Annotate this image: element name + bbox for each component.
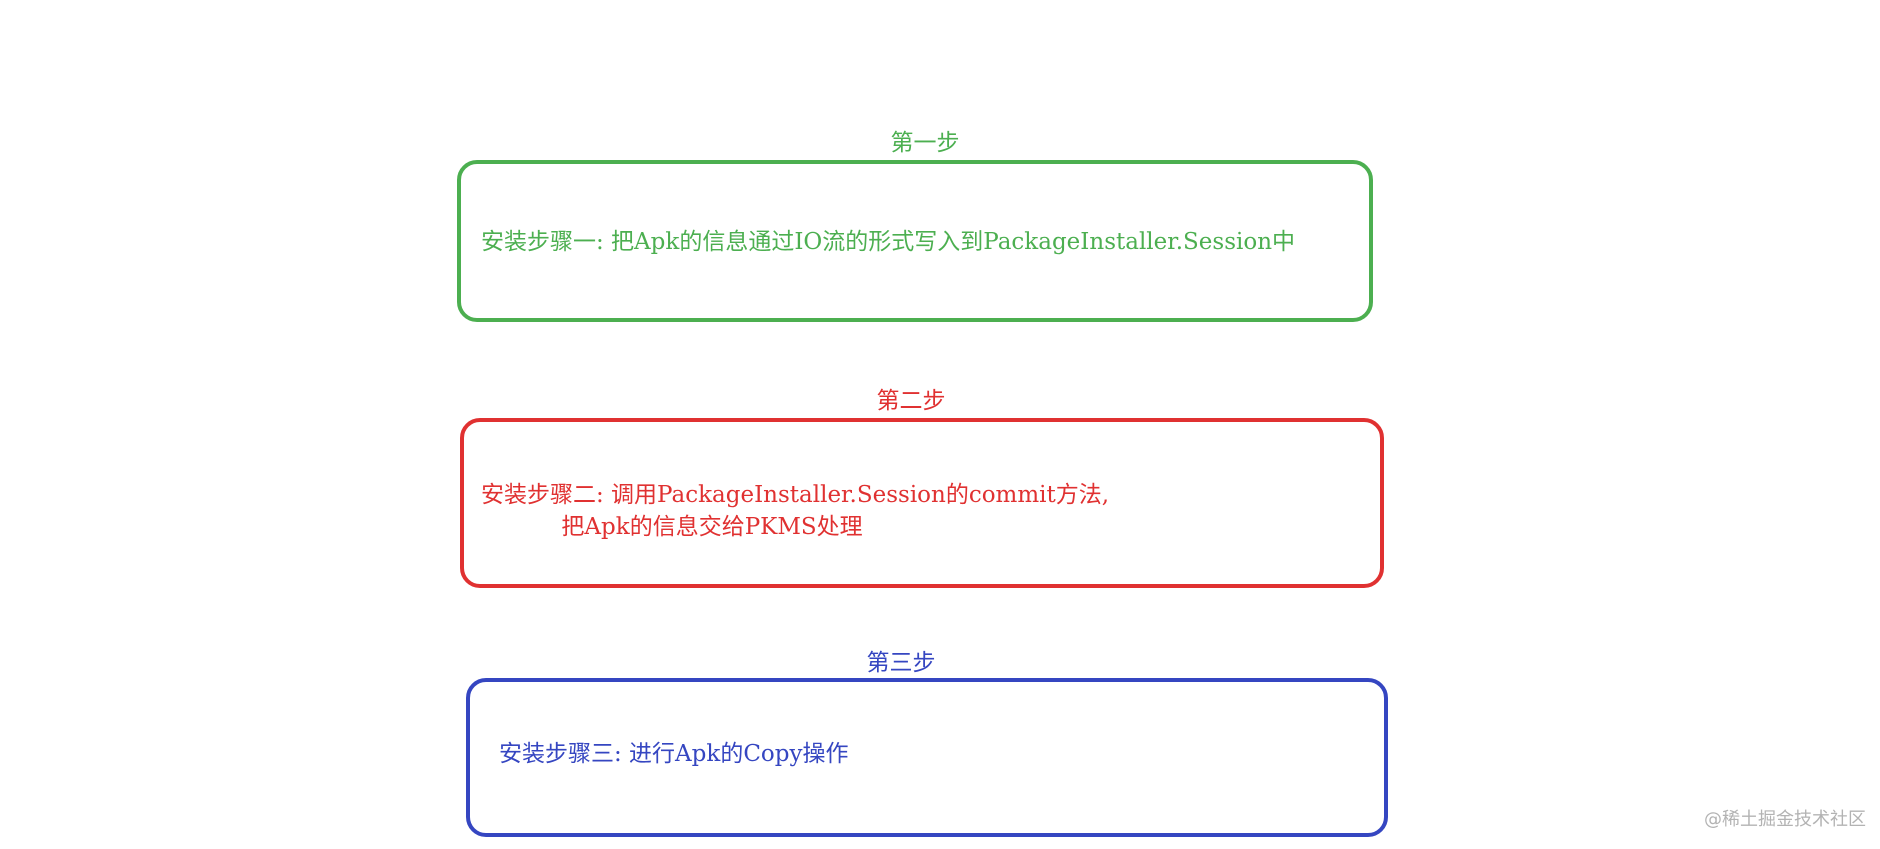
- step-3-text: 安装步骤三: 进行Apk的Copy操作: [499, 741, 849, 767]
- step-3-box: [466, 678, 1388, 837]
- step-1-title: 第一步: [890, 130, 960, 156]
- step-2-box: [460, 418, 1384, 588]
- step-2-text: 安装步骤二: 调用PackageInstaller.Session的commit…: [481, 482, 1110, 540]
- step-3-title: 第三步: [866, 650, 936, 676]
- watermark: @稀土掘金技术社区: [1704, 809, 1866, 830]
- step-1-text: 安装步骤一: 把Apk的信息通过IO流的形式写入到PackageInstalle…: [481, 229, 1296, 255]
- step-1-box: [457, 160, 1373, 322]
- step-2-title: 第二步: [876, 388, 946, 414]
